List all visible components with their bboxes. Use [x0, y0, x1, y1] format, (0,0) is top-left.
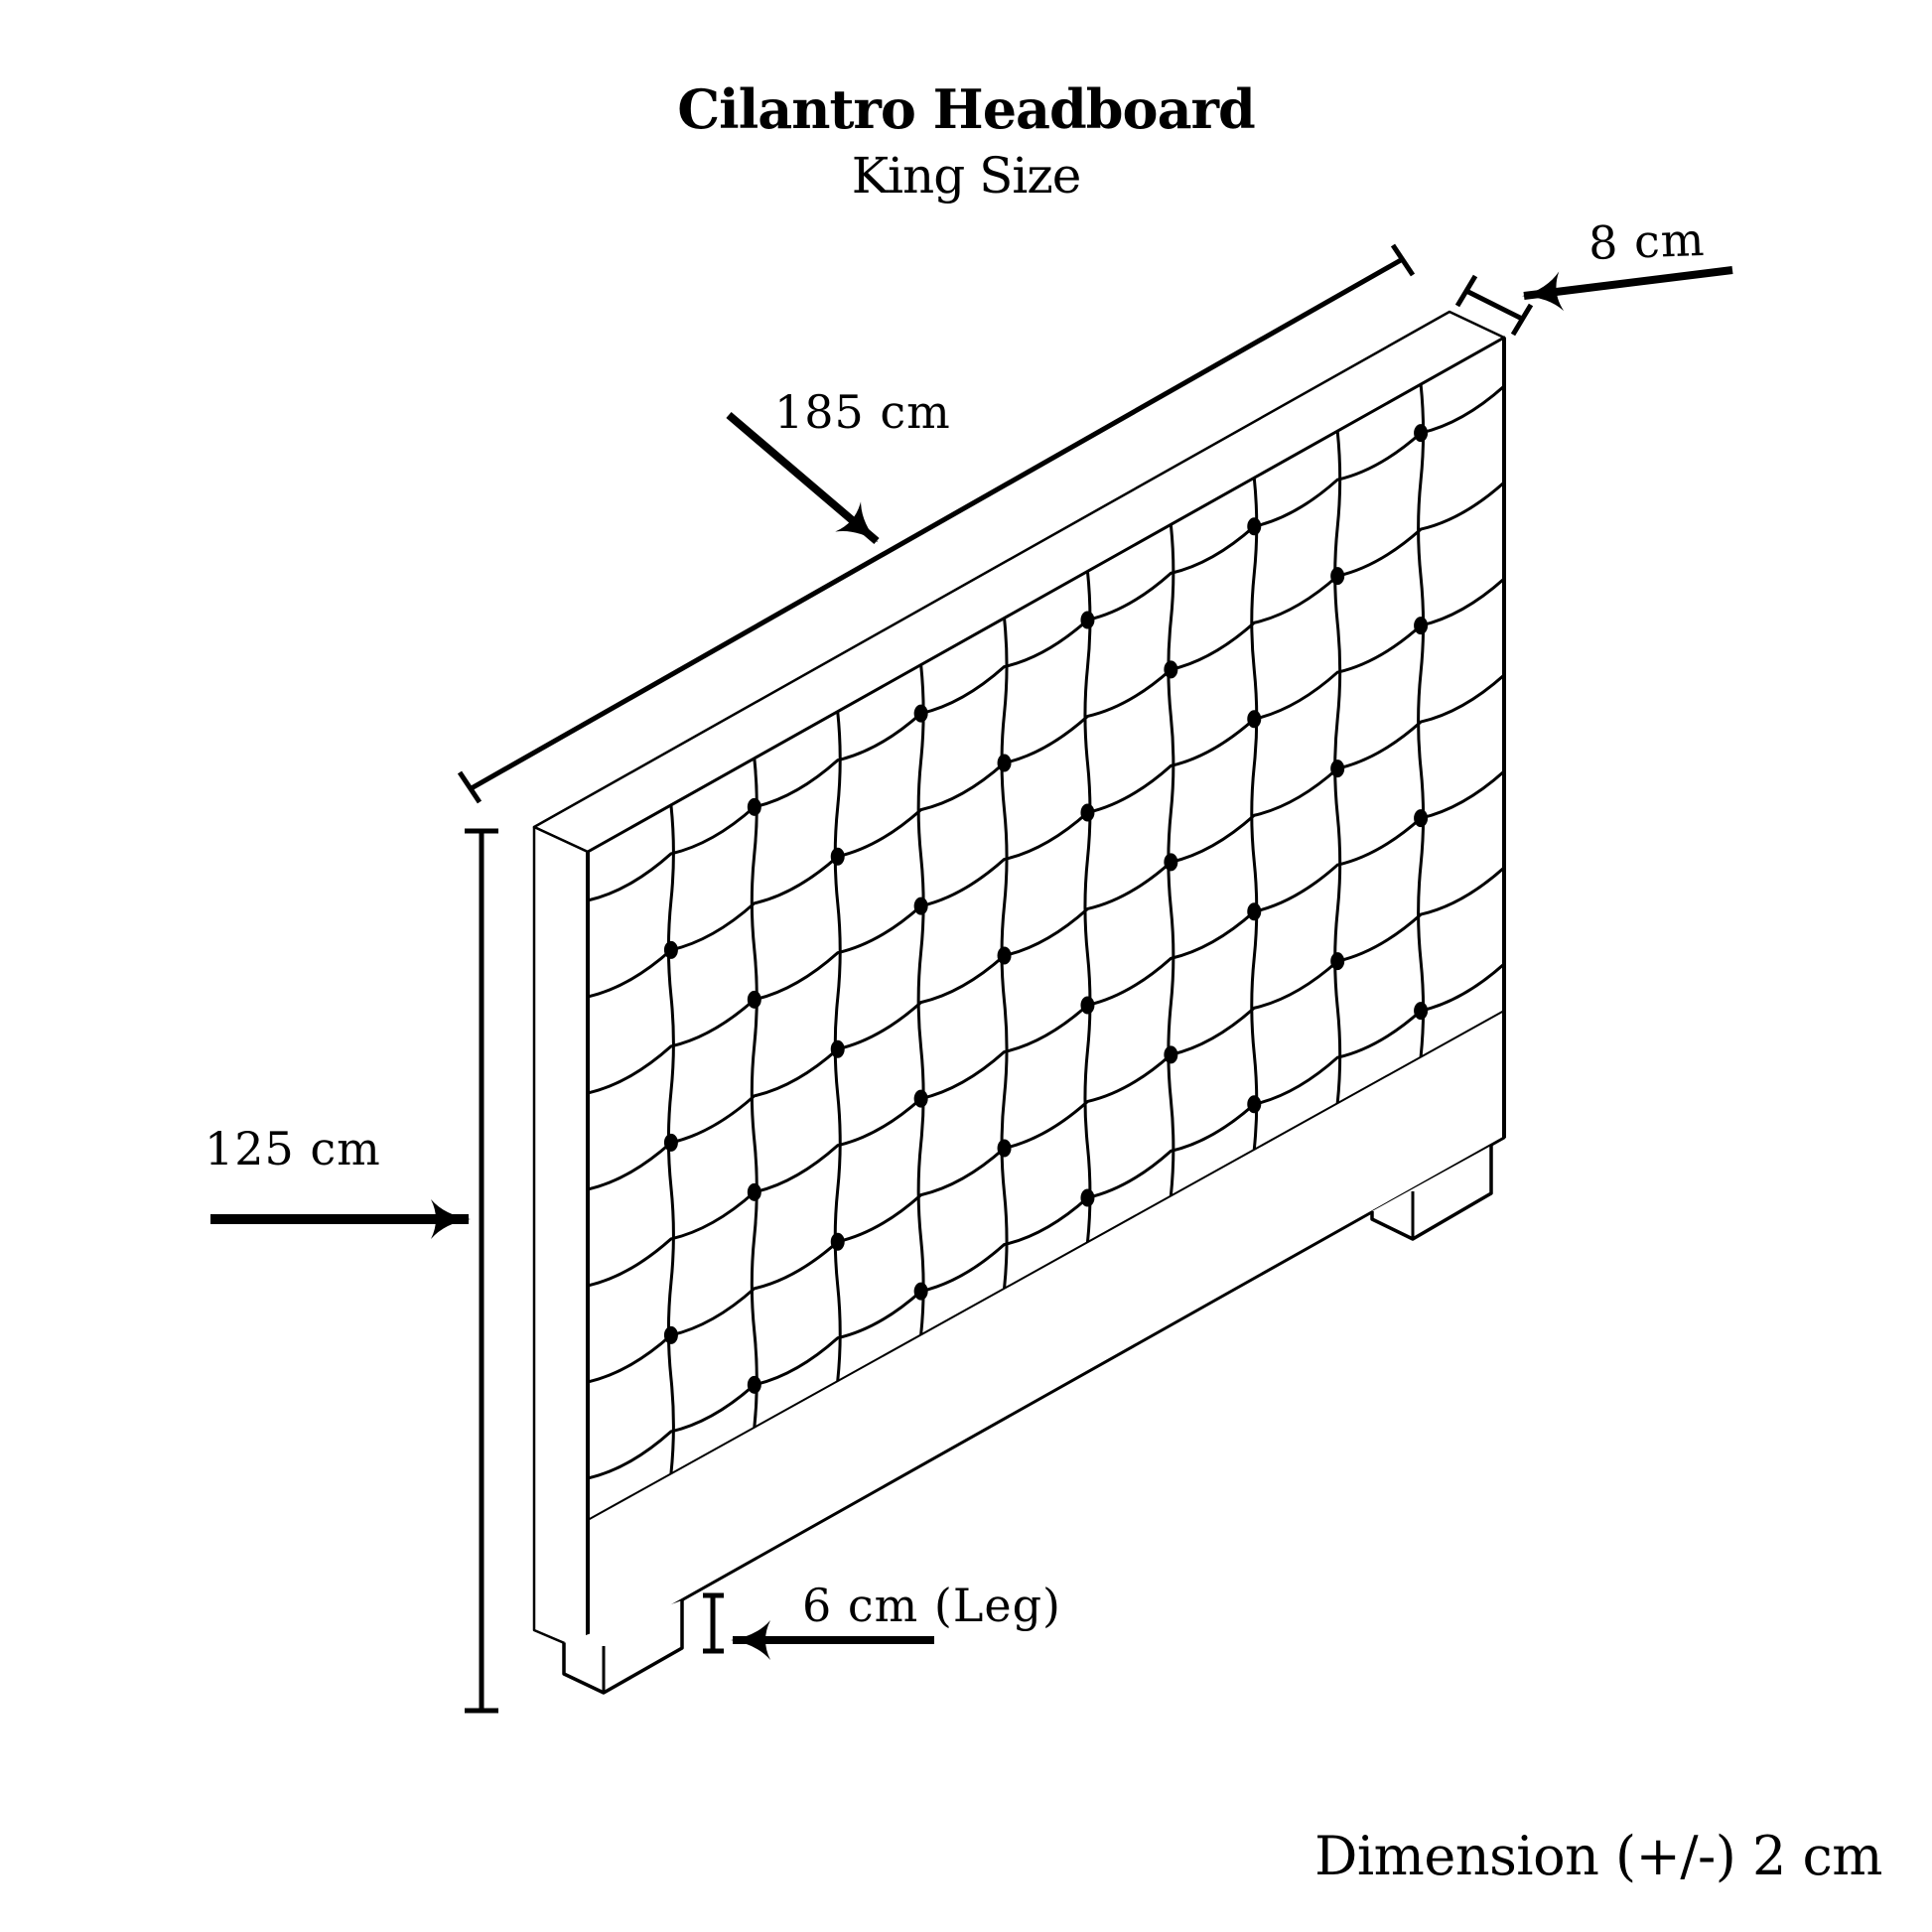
- tuft-button-icon: [1247, 902, 1262, 921]
- tuft-button-icon: [1247, 517, 1262, 536]
- tuft-button-icon: [1330, 759, 1345, 778]
- height-label: 125 cm: [205, 1122, 381, 1175]
- tuft-button-icon: [747, 990, 761, 1009]
- tuft-button-icon: [1164, 1045, 1178, 1064]
- leg-height-label: 6 cm (Leg): [802, 1579, 1062, 1632]
- leg-left: [562, 1600, 684, 1695]
- vertical-seam: [1083, 571, 1092, 1243]
- tuft-button-icon: [1080, 996, 1095, 1015]
- horizontal-seam: [587, 962, 1506, 1480]
- tuft-button-icon: [663, 940, 678, 959]
- tuft-button-icon: [1414, 424, 1429, 443]
- horizontal-seam: [587, 769, 1506, 1288]
- tuft-button-icon: [1164, 853, 1178, 872]
- depth-label: 8 cm: [1587, 211, 1707, 271]
- tuft-button-icon: [1080, 611, 1095, 629]
- depth-arrow-icon: [1522, 266, 1733, 312]
- headboard-side-face: [532, 825, 590, 1655]
- vertical-seam: [1250, 478, 1259, 1151]
- vertical-seam: [750, 758, 759, 1428]
- horizontal-seam: [587, 866, 1506, 1384]
- tuft-button-icon: [663, 1133, 678, 1152]
- leg-dimension-marker: [703, 1592, 724, 1654]
- tolerance-note: Dimension (+/-) 2 cm: [1314, 1825, 1882, 1887]
- horizontal-seam: [587, 577, 1506, 1095]
- tuft-button-icon: [997, 946, 1012, 965]
- height-dimension-line: [465, 828, 498, 1714]
- tuft-button-icon: [663, 1325, 678, 1344]
- width-dimension-line: [457, 243, 1416, 804]
- horizontal-seam: [587, 384, 1506, 902]
- leg-right: [1370, 1146, 1493, 1241]
- tuft-button-icon: [1414, 809, 1429, 828]
- tuft-button-icon: [997, 754, 1012, 772]
- tuft-button-icon: [747, 1182, 761, 1201]
- tuft-button-icon: [830, 847, 845, 866]
- vertical-seam: [916, 664, 925, 1335]
- tuft-button-icon: [1414, 617, 1429, 635]
- tuft-button-icon: [1330, 952, 1345, 971]
- vertical-seam: [1417, 383, 1426, 1057]
- tuft-button-icon: [830, 1039, 845, 1058]
- product-size: King Size: [851, 147, 1082, 205]
- panel-bottom-edge: [587, 1010, 1505, 1521]
- tuft-button-icon: [913, 1089, 928, 1108]
- tufted-pattern: [587, 383, 1506, 1480]
- tuft-button-icon: [913, 1282, 928, 1301]
- tuft-button-icon: [997, 1139, 1012, 1158]
- tuft-button-icon: [1164, 660, 1178, 679]
- tuft-button-icon: [747, 1375, 761, 1394]
- product-title: Cilantro Headboard: [677, 77, 1256, 141]
- width-label: 185 cm: [774, 385, 951, 439]
- tuft-button-icon: [1414, 1002, 1429, 1021]
- tuft-button-icon: [1330, 567, 1345, 586]
- horizontal-seam: [587, 481, 1506, 999]
- tuft-button-icon: [1247, 1095, 1262, 1114]
- headboard-body: [532, 310, 1506, 1655]
- tuft-button-icon: [1080, 1188, 1095, 1207]
- tuft-button-icon: [1080, 803, 1095, 822]
- tuft-button-icon: [830, 1232, 845, 1251]
- width-arrow-icon: [726, 411, 880, 545]
- tuft-button-icon: [747, 797, 761, 816]
- horizontal-seam: [587, 673, 1506, 1191]
- tuft-button-icon: [913, 704, 928, 723]
- headboard-front-face: [586, 336, 1506, 1655]
- tuft-button-icon: [913, 897, 928, 915]
- tuft-button-icon: [1247, 710, 1262, 729]
